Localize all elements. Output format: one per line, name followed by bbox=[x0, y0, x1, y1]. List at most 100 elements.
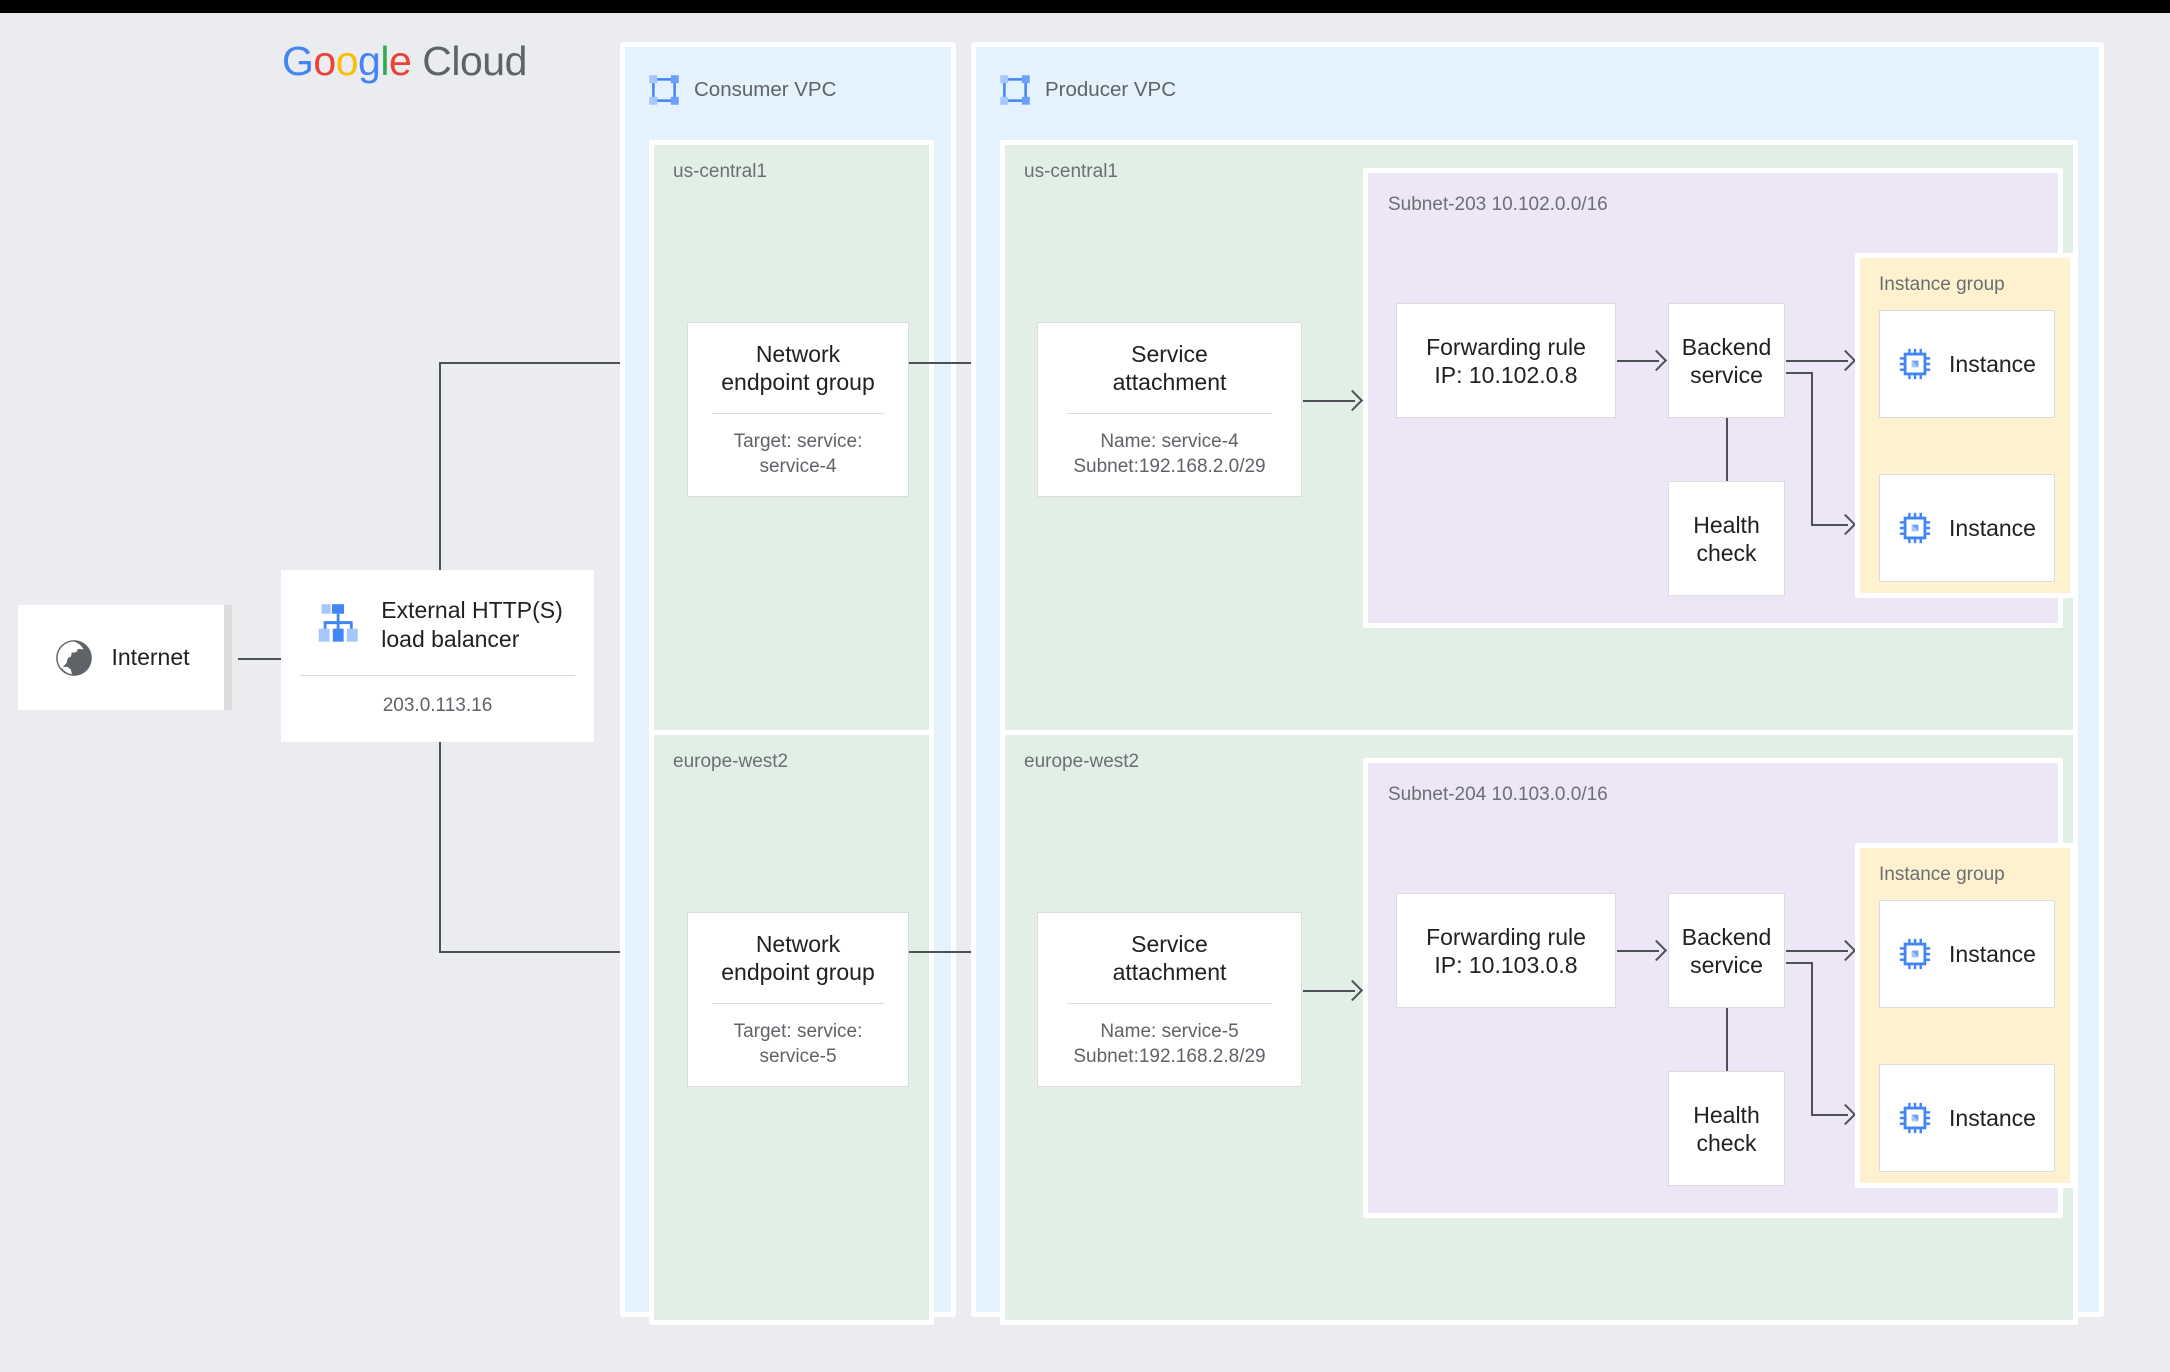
backend-service-204: Backend service bbox=[1668, 893, 1785, 1008]
vm-instance-icon bbox=[1898, 937, 1932, 971]
producer-vpc-panel: Producer VPC us-central1 Service attachm… bbox=[971, 42, 2104, 1325]
internet-label: Internet bbox=[111, 644, 190, 670]
instance-group-label-0: Instance group bbox=[1879, 274, 2005, 295]
hc-title-1: Health check bbox=[1693, 1101, 1760, 1156]
connector-neg-to-sa-top bbox=[909, 362, 1029, 364]
instance-label-0-0: Instance bbox=[1949, 350, 2036, 377]
connector-bs-to-hc-0 bbox=[1726, 418, 1728, 482]
connector-bs-elbow-stub-1 bbox=[1786, 962, 1813, 964]
service-attachment-europe-west2: Service attachment Name: service-5 Subne… bbox=[1037, 912, 1302, 1087]
internet-node: Internet bbox=[18, 605, 224, 710]
vpc-icon bbox=[647, 73, 681, 107]
connector-bs-to-instance-1-0 bbox=[1786, 950, 1848, 952]
instance-label-1-0: Instance bbox=[1949, 940, 2036, 967]
instance-204-1: Instance bbox=[1879, 900, 2055, 1008]
sa-sub-1: Name: service-5 Subnet:192.168.2.8/29 bbox=[1073, 1021, 1266, 1067]
instance-204-2: Instance bbox=[1879, 1064, 2055, 1172]
instance-group-label-1: Instance group bbox=[1879, 864, 2005, 885]
consumer-vpc-title: Consumer VPC bbox=[694, 78, 837, 101]
sa-title-1: Service attachment bbox=[1112, 931, 1227, 985]
connector-sa-to-fr-1 bbox=[1303, 990, 1355, 992]
connector-fr-to-bs-0 bbox=[1617, 360, 1659, 362]
sa-divider-1 bbox=[1066, 1003, 1273, 1004]
globe-icon bbox=[53, 637, 95, 679]
producer-region-us-central1: us-central1 Service attachment Name: ser… bbox=[1000, 140, 2078, 735]
instance-label-0-1: Instance bbox=[1949, 514, 2036, 541]
subnet-label-0: Subnet-203 10.102.0.0/16 bbox=[1388, 194, 1608, 215]
logo-letter-o1: o bbox=[313, 38, 336, 84]
vm-instance-icon bbox=[1898, 511, 1932, 545]
connector-lb-down-spine bbox=[439, 742, 441, 953]
connector-bs-elbow-stub-0 bbox=[1786, 372, 1813, 374]
connector-bs-elbow-vertical-0 bbox=[1811, 373, 1813, 525]
neg-sub-1: Target: service: service-5 bbox=[733, 1021, 863, 1067]
load-balancer-title: External HTTP(S) load balancer bbox=[381, 597, 563, 652]
consumer-region-label-0: us-central1 bbox=[673, 161, 767, 182]
service-attachment-us-central1: Service attachment Name: service-4 Subne… bbox=[1037, 322, 1302, 497]
neg-title-0: Network endpoint group bbox=[721, 341, 875, 395]
arrowhead-bs-to-instance-1-0 bbox=[1834, 939, 1857, 962]
connector-internet-to-lb bbox=[238, 658, 288, 660]
instance-203-1: Instance bbox=[1879, 310, 2055, 418]
neg-sub-0: Target: service: service-4 bbox=[733, 431, 863, 477]
consumer-vpc-header: Consumer VPC bbox=[647, 73, 836, 107]
connector-lb-up-spine bbox=[439, 363, 441, 570]
logo-letter-e: e bbox=[388, 38, 412, 84]
network-endpoint-group-us-central1: Network endpoint group Target: service: … bbox=[687, 322, 909, 497]
sa-divider-0 bbox=[1066, 413, 1273, 414]
health-check-204: Health check bbox=[1668, 1071, 1785, 1186]
connector-lb-to-neg-bottom bbox=[439, 951, 669, 953]
producer-region-europe-west2: europe-west2 Service attachment Name: se… bbox=[1000, 730, 2078, 1325]
vm-instance-icon bbox=[1898, 1101, 1932, 1135]
connector-neg-to-sa-bottom bbox=[909, 951, 1029, 953]
producer-vpc-title: Producer VPC bbox=[1045, 78, 1177, 101]
instance-group-204: Instance group bbox=[1855, 843, 2075, 1188]
arrowhead-bs-to-instance-1-1 bbox=[1834, 1103, 1857, 1126]
lb-divider bbox=[300, 675, 575, 676]
forwarding-rule-203: Forwarding rule IP: 10.102.0.8 bbox=[1396, 303, 1616, 418]
vpc-icon bbox=[998, 73, 1032, 107]
top-black-bar bbox=[0, 0, 2170, 13]
logo-letter-o2: o bbox=[335, 38, 359, 84]
fr-title-1: Forwarding rule IP: 10.103.0.8 bbox=[1426, 923, 1586, 978]
producer-region-label-1: europe-west2 bbox=[1024, 751, 1140, 772]
instance-group-203: Instance group bbox=[1855, 253, 2075, 598]
neg-divider-1 bbox=[712, 1003, 884, 1004]
fr-title-0: Forwarding rule IP: 10.102.0.8 bbox=[1426, 333, 1586, 388]
connector-fr-to-bs-1 bbox=[1617, 950, 1659, 952]
consumer-region-europe-west2: europe-west2 Network endpoint group Targ… bbox=[649, 730, 934, 1325]
consumer-region-label-1: europe-west2 bbox=[673, 751, 789, 772]
subnet-204-panel: Subnet-204 10.103.0.0/16 Forwarding rule… bbox=[1363, 758, 2075, 1218]
sa-title-0: Service attachment bbox=[1112, 341, 1227, 395]
arrowhead-sa-to-fr-1 bbox=[1341, 979, 1364, 1002]
neg-title-1: Network endpoint group bbox=[721, 931, 875, 985]
backend-service-203: Backend service bbox=[1668, 303, 1785, 418]
sa-sub-0: Name: service-4 Subnet:192.168.2.0/29 bbox=[1073, 431, 1266, 477]
instance-203-2: Instance bbox=[1879, 474, 2055, 582]
load-balancer-icon bbox=[312, 599, 364, 651]
logo-letter-G: G bbox=[282, 38, 314, 84]
arrowhead-bs-to-instance-0-0 bbox=[1834, 349, 1857, 372]
instance-label-1-1: Instance bbox=[1949, 1104, 2036, 1131]
connector-sa-to-fr-0 bbox=[1303, 400, 1355, 402]
subnet-label-1: Subnet-204 10.103.0.0/16 bbox=[1388, 784, 1608, 805]
arrowhead-fr-to-bs-0 bbox=[1645, 349, 1668, 372]
producer-vpc-header: Producer VPC bbox=[998, 73, 1176, 107]
connector-bs-to-hc-1 bbox=[1726, 1008, 1728, 1072]
forwarding-rule-204: Forwarding rule IP: 10.103.0.8 bbox=[1396, 893, 1616, 1008]
subnet-203-panel: Subnet-203 10.102.0.0/16 Forwarding rule… bbox=[1363, 168, 2075, 628]
bs-title-1: Backend service bbox=[1681, 923, 1772, 978]
consumer-region-us-central1: us-central1 Network endpoint group Targe… bbox=[649, 140, 934, 735]
logo-letter-l: l bbox=[380, 38, 389, 84]
bs-title-0: Backend service bbox=[1681, 333, 1772, 388]
arrowhead-sa-to-fr-0 bbox=[1341, 389, 1364, 412]
connector-bs-elbow-vertical-1 bbox=[1811, 963, 1813, 1115]
vm-instance-icon bbox=[1898, 347, 1932, 381]
producer-region-label-0: us-central1 bbox=[1024, 161, 1118, 182]
arrowhead-fr-to-bs-1 bbox=[1645, 939, 1668, 962]
arrowhead-bs-to-instance-0-1 bbox=[1834, 513, 1857, 536]
connector-lb-to-neg-top bbox=[439, 362, 669, 364]
connector-bs-to-instance-0-0 bbox=[1786, 360, 1848, 362]
logo-letter-g: g bbox=[358, 38, 381, 84]
